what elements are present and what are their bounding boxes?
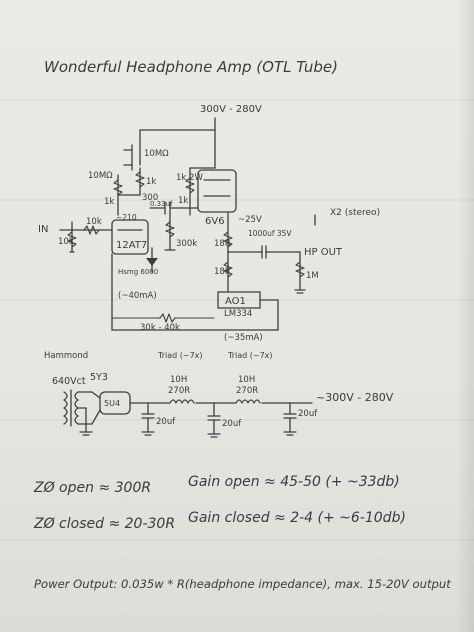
choke1-h-label: 10H: [170, 375, 187, 385]
choke2-h-label: 10H: [238, 375, 255, 385]
cap1-label: 20uf: [156, 417, 176, 427]
supply-voltage-label: 300V - 280V: [200, 104, 262, 115]
lm334-label: LM334: [224, 309, 252, 319]
power-output-text: Power Output: 0.035w * R(headphone imped…: [34, 577, 451, 591]
psu-wiring: [63, 389, 313, 435]
volume-pot-label: 10k: [58, 237, 74, 247]
gain-closed-text: Gain closed ≈ 2-4 (+ ~6-10db): [188, 510, 406, 526]
r300k-label: 300k: [176, 239, 197, 249]
ao1-label: AO1: [225, 296, 246, 307]
v210-label: ~210: [116, 213, 137, 222]
r1k-c-label: 1k: [178, 196, 188, 206]
gain-open-text: Gain open ≈ 45-50 (+ ~33db): [188, 474, 400, 490]
hammond-label: Hammond: [44, 351, 88, 361]
r1k-2w-label: 1k 2W: [176, 173, 203, 183]
r18b-label: 18R: [214, 267, 231, 277]
psu-grounds: [79, 431, 297, 438]
psu-chokes: [169, 399, 261, 404]
r18a-label: 18R: [214, 239, 231, 249]
r1k-b-label: 1k: [104, 197, 114, 207]
specs-block: ZØ open ≈ 300R Gain open ≈ 45-50 (+ ~33d…: [33, 474, 451, 591]
r1m-label: 1M: [306, 271, 319, 281]
page-edge-shadow: [456, 0, 474, 632]
led-icon: [146, 258, 158, 266]
amp-labels: 300V - 280V 10MΩ 10MΩ 1k 1k 1k 2W 300 0.…: [38, 104, 380, 343]
amp-resistors: [67, 171, 305, 323]
current-40ma-label: (~40mA): [118, 291, 157, 301]
choke2-r-label: 270R: [236, 386, 258, 396]
xfmr-voltage-label: 640Vct: [52, 376, 86, 387]
feedback-r-label: 30k - 40k: [140, 323, 180, 333]
choke1-r-label: 270R: [168, 386, 190, 396]
rect-5y3-label: 5Y3: [90, 372, 108, 383]
z-open-text: ZØ open ≈ 300R: [33, 480, 151, 496]
stereo-label: X2 (stereo): [330, 208, 380, 218]
led-label: Hsmg 6000: [118, 268, 158, 276]
cap-033-label: 0.33uf: [150, 200, 173, 208]
current-35ma-label: (~35mA): [224, 333, 263, 343]
v25-label: ~25V: [238, 215, 262, 225]
hp-out-label: HP OUT: [304, 247, 343, 258]
cap2-label: 20uf: [222, 419, 242, 429]
triad2-label: Triad (~7x): [227, 351, 273, 360]
rect-tube-label: 5U4: [104, 399, 120, 408]
r-left-label: 10MΩ: [88, 171, 113, 181]
r10k-label: 10k: [86, 217, 102, 227]
tube-12at7-label: 12AT7: [116, 240, 147, 251]
amp-grounds: [164, 249, 306, 294]
cap3-label: 20uf: [298, 409, 318, 419]
input-label: IN: [38, 224, 48, 235]
cap-out-label: 1000uf 35V: [248, 229, 292, 238]
r-top-label: 10MΩ: [144, 149, 169, 159]
tube-6v6-label: 6V6: [205, 216, 225, 227]
page-title: Wonderful Headphone Amp (OTL Tube): [44, 58, 338, 76]
psu-labels: Hammond 640Vct 5Y3 5U4 Triad (~7x) 10H 2…: [44, 351, 394, 429]
triad1-label: Triad (~7x): [157, 351, 203, 360]
z-closed-text: ZØ closed ≈ 20-30R: [33, 516, 175, 532]
r1k-a-label: 1k: [146, 177, 156, 187]
psu-output-label: ~300V - 280V: [316, 391, 394, 404]
paper-lines: [0, 99, 474, 541]
r300-label: 300: [142, 193, 158, 203]
